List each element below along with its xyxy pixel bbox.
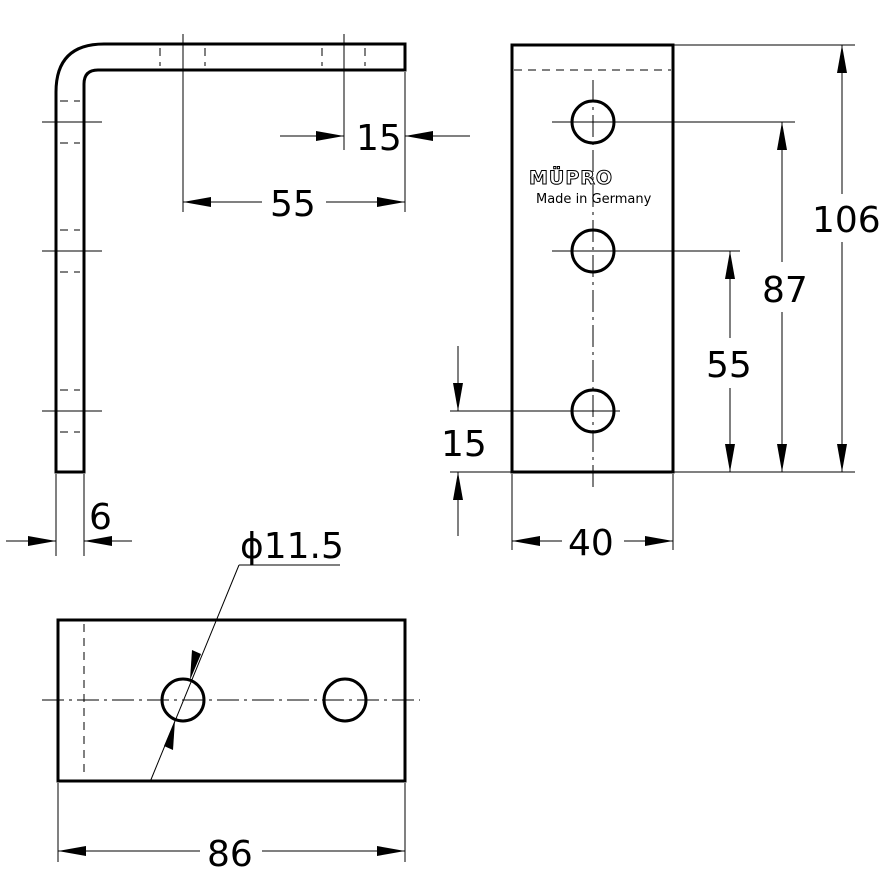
- dimension-label: 87: [762, 270, 808, 311]
- dimension-width: 40: [512, 523, 673, 564]
- arrow-head: [28, 536, 56, 546]
- arrow-head: [164, 720, 175, 750]
- arrow-head: [777, 444, 787, 472]
- side-view: [42, 34, 407, 556]
- arrow-head: [725, 444, 735, 472]
- dimension-thickness: 6: [6, 497, 132, 546]
- dimension-height: 106: [812, 45, 881, 472]
- arrow-head: [453, 472, 463, 500]
- dimension-label: ϕ11.5: [240, 526, 344, 567]
- leader-line: [149, 564, 240, 783]
- dimension-label: 6: [89, 497, 112, 538]
- dimension-hole-mid-spacing: 55: [706, 251, 752, 472]
- arrow-head: [183, 197, 211, 207]
- dimension-label: 86: [207, 834, 253, 875]
- dimension-flange-length: 55: [183, 184, 405, 225]
- arrow-head: [377, 197, 405, 207]
- arrow-head: [725, 251, 735, 279]
- dimension-flange-offset: 15: [280, 118, 470, 159]
- dimension-hole-edge-offset: 15: [441, 346, 487, 536]
- arrow-head: [512, 536, 540, 546]
- arrow-head: [777, 122, 787, 150]
- arrow-head: [58, 846, 86, 856]
- origin-marking: Made in Germany: [536, 192, 652, 207]
- arrow-head: [453, 383, 463, 411]
- dimension-label: 55: [270, 184, 316, 225]
- arrow-head: [837, 444, 847, 472]
- arrow-head: [316, 131, 344, 141]
- dimension-hole-diameter: ϕ11.5: [149, 526, 344, 783]
- dimension-label: 55: [706, 345, 752, 386]
- dimension-total-length: 86: [58, 834, 405, 875]
- brand-marking: MÜPRO: [529, 165, 613, 189]
- arrow-head: [645, 536, 673, 546]
- arrow-head: [84, 536, 112, 546]
- dimension-label: 106: [812, 200, 881, 241]
- top-view: [42, 618, 420, 862]
- arrow-head: [190, 650, 201, 680]
- mounting-hole: [322, 677, 368, 723]
- dimension-hole-top-spacing: 87: [762, 122, 808, 472]
- side-view-outline: [54, 42, 407, 474]
- arrow-head: [837, 45, 847, 73]
- front-view: MÜPRO Made in Germany: [450, 43, 855, 550]
- dimension-label: 15: [441, 424, 487, 465]
- dimension-label: 15: [356, 118, 402, 159]
- arrow-head: [405, 131, 433, 141]
- arrow-head: [377, 846, 405, 856]
- dimension-label: 40: [568, 523, 614, 564]
- mounting-hole: [160, 677, 206, 723]
